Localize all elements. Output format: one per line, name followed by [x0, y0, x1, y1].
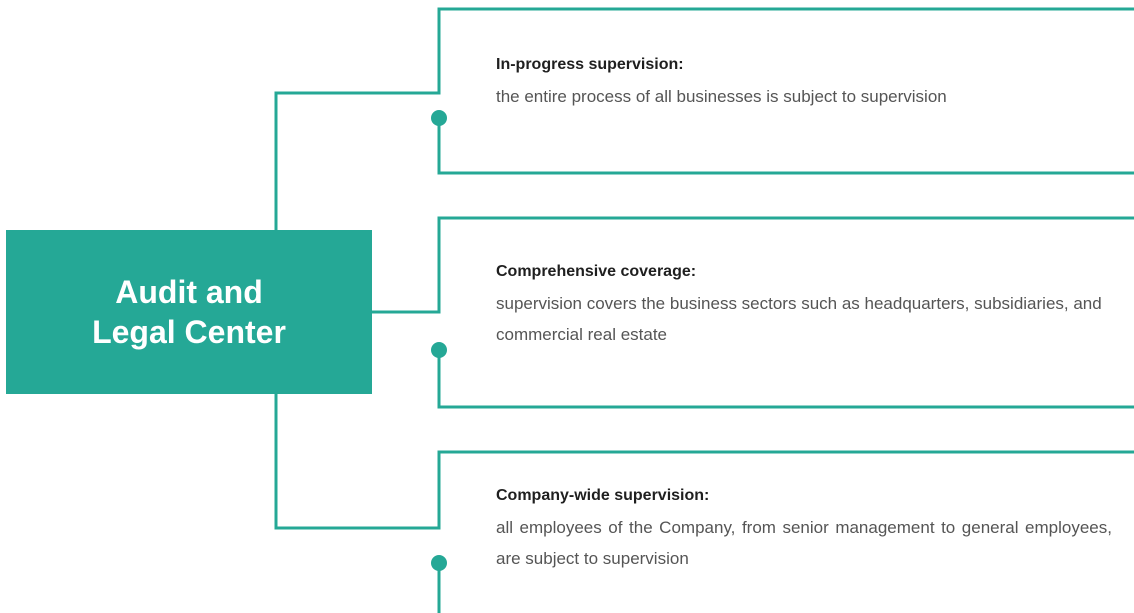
- panel-frame-middle-lower: [437, 348, 1134, 409]
- branch-line-top: [274, 7, 1134, 232]
- item-description: all employees of the Company, from senio…: [496, 518, 1112, 568]
- item-title: Company-wide supervision:: [496, 487, 710, 504]
- connector-dot-top: [431, 110, 447, 126]
- connector-dot-bottom: [431, 555, 447, 571]
- item-panel-middle: Comprehensive coverage: supervision cove…: [496, 262, 1112, 350]
- item-panel-bottom: Company-wide supervision: all employees …: [496, 486, 1112, 574]
- center-title-line-2: Legal Center: [92, 314, 286, 350]
- item-title: Comprehensive coverage:: [496, 263, 697, 280]
- item-description: the entire process of all businesses is …: [496, 87, 947, 106]
- panel-frame-top-lower: [437, 116, 1134, 175]
- item-title: In-progress supervision:: [496, 56, 684, 73]
- branch-line-bottom: [274, 392, 1134, 530]
- connector-dot-middle: [431, 342, 447, 358]
- center-title-line-1: Audit and: [115, 274, 263, 310]
- item-panel-top: In-progress supervision: the entire proc…: [496, 55, 1112, 112]
- item-description: supervision covers the business sectors …: [496, 294, 1102, 344]
- center-node: Audit and Legal Center: [6, 230, 372, 394]
- branch-line-middle: [370, 216, 1134, 314]
